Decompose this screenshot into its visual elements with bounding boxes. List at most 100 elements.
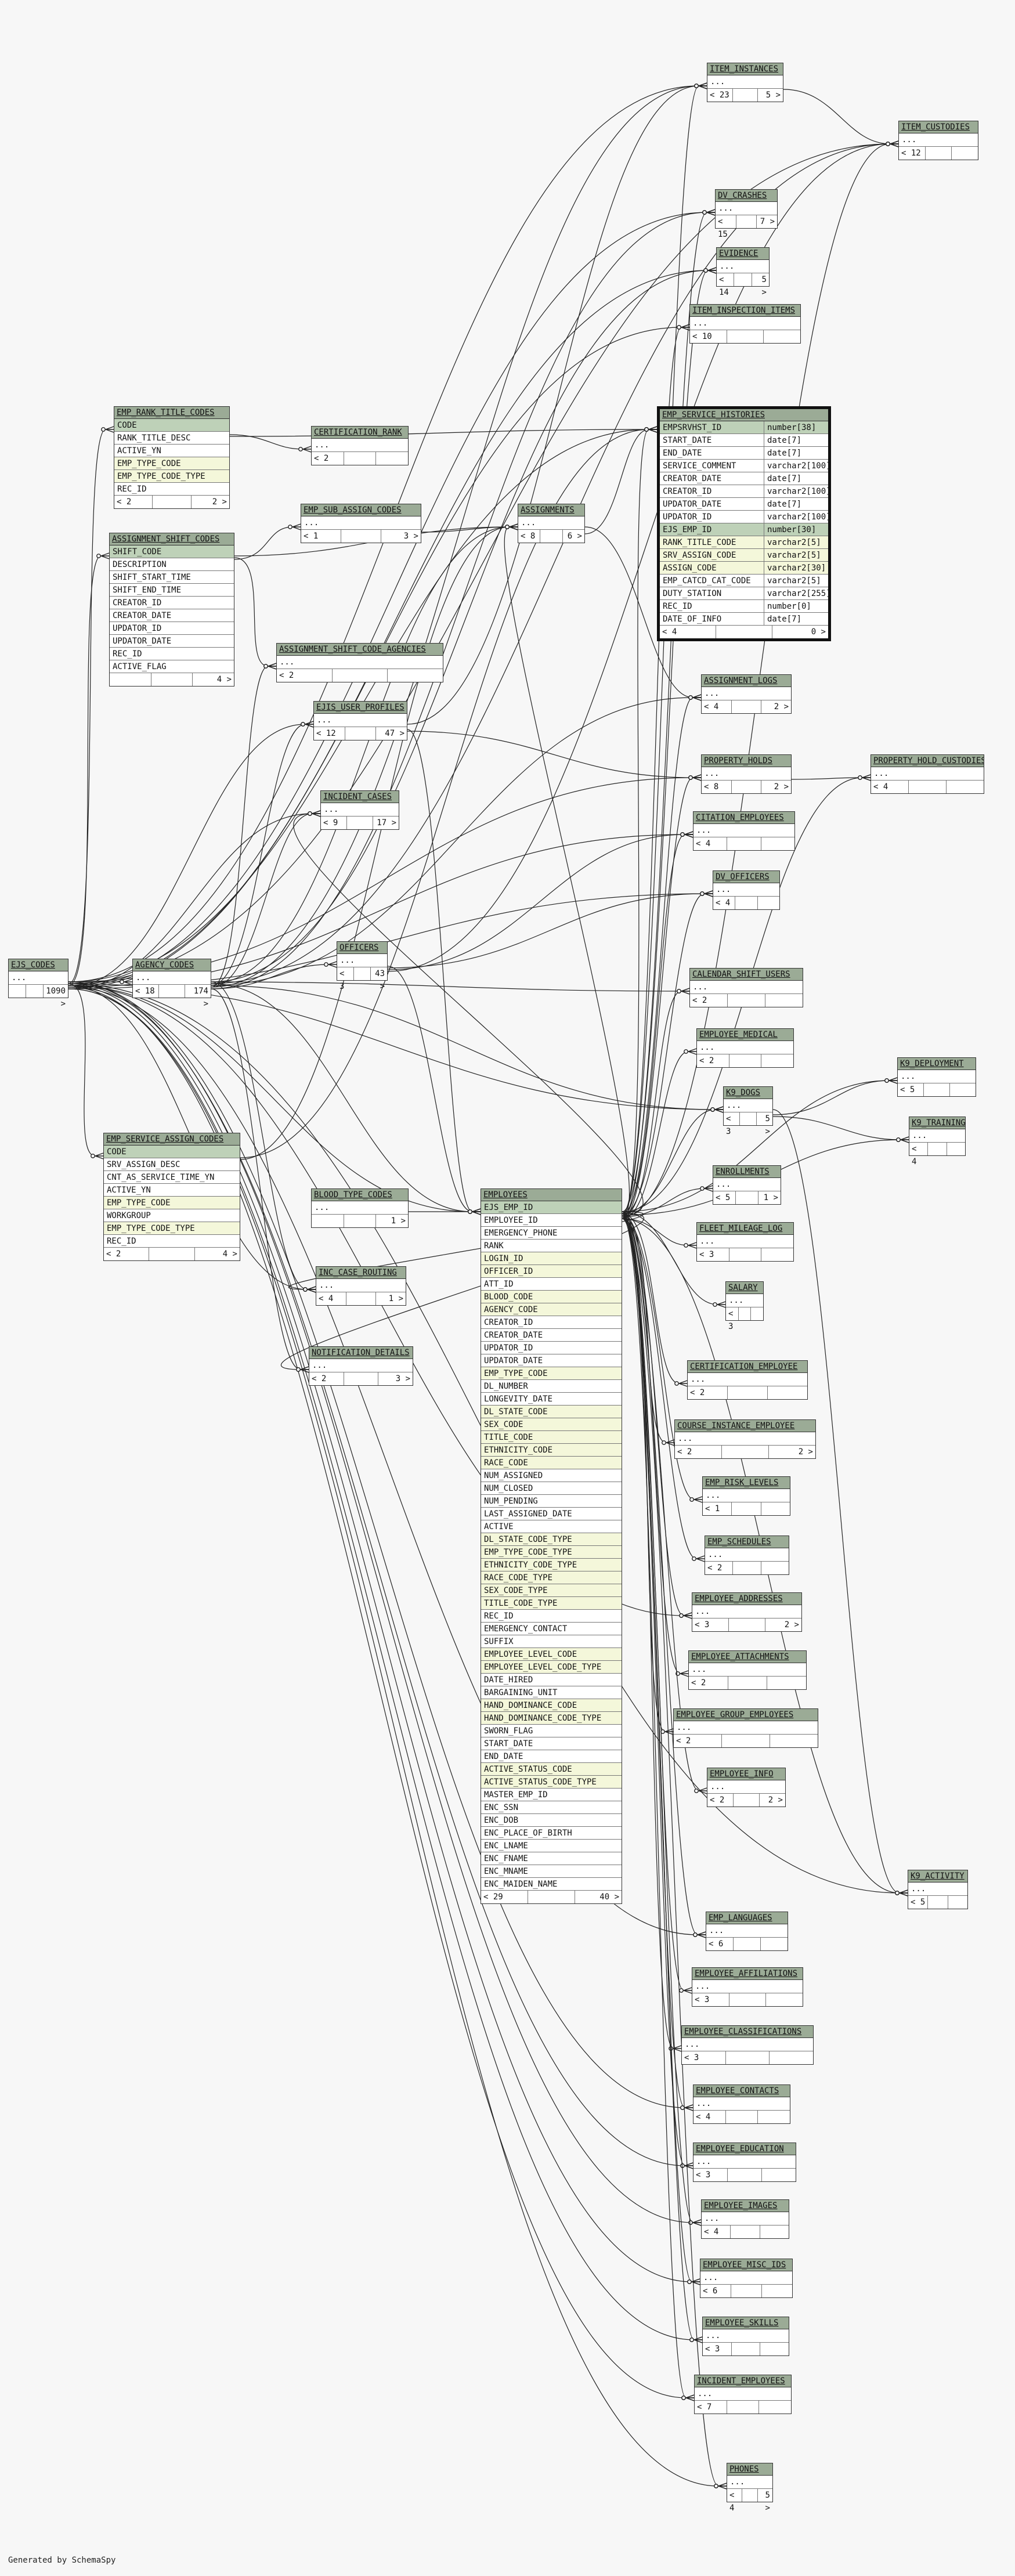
parents-count[interactable]: < 15 — [716, 215, 736, 239]
parents-count[interactable]: < 5 — [713, 1191, 736, 1204]
parents-count[interactable]: < 10 — [690, 330, 727, 343]
table-header[interactable]: COURSE_INSTANCE_EMPLOYEE — [675, 1420, 815, 1432]
table-header[interactable]: ITEM_CUSTODIES — [899, 121, 978, 133]
parents-count[interactable]: < 9 — [321, 816, 347, 829]
table-header[interactable]: EMPLOYEE_MEDICAL — [697, 1029, 793, 1041]
children-count[interactable] — [948, 1896, 967, 1909]
table-header[interactable]: EMPLOYEE_ADDRESSES — [692, 1593, 801, 1605]
parents-count[interactable]: < 2 — [707, 1794, 734, 1807]
table-certification-employee[interactable]: CERTIFICATION_EMPLOYEE...< 2 — [687, 1360, 808, 1400]
table-header[interactable]: EVIDENCE — [717, 248, 769, 260]
table-calendar-shift-users[interactable]: CALENDAR_SHIFT_USERS...< 2 — [689, 968, 803, 1007]
table-header[interactable]: ASSIGNMENT_SHIFT_CODES — [110, 533, 234, 545]
table-assignment-shift-code-agencies[interactable]: ASSIGNMENT_SHIFT_CODE_AGENCIES...< 2 — [276, 643, 443, 682]
table-header[interactable]: PROPERTY_HOLD_CUSTODIES — [871, 755, 984, 767]
table-header[interactable]: CERTIFICATION_EMPLOYEE — [688, 1361, 807, 1373]
table-k9-activity[interactable]: K9_ACTIVITY...< 5 — [908, 1870, 968, 1909]
table-header[interactable]: ITEM_INSTANCES — [707, 63, 783, 75]
table-header[interactable]: PROPERTY_HOLDS — [702, 755, 791, 767]
table-header[interactable]: SALARY — [726, 1282, 763, 1294]
children-count[interactable]: 0 > — [811, 627, 826, 637]
table-header[interactable]: K9_DEPLOYMENT — [898, 1058, 976, 1070]
table-header[interactable]: K9_TRAINING — [909, 1117, 965, 1129]
parents-count[interactable]: < 8 — [518, 530, 541, 543]
children-count[interactable] — [761, 1938, 788, 1950]
table-header[interactable]: INCIDENT_EMPLOYEES — [695, 2375, 791, 2387]
parents-count[interactable]: < 2 — [309, 1372, 344, 1385]
parents-count[interactable]: < 3 — [726, 1307, 739, 1331]
parents-count[interactable]: < 1 — [703, 1502, 732, 1515]
parents-count[interactable]: < 3 — [692, 1993, 729, 2006]
children-count[interactable]: 2 > — [212, 497, 227, 507]
parents-count[interactable]: < 2 — [674, 1735, 722, 1747]
table-employee-misc-ids[interactable]: EMPLOYEE_MISC_IDS...< 6 — [700, 2259, 793, 2298]
children-count[interactable] — [770, 1735, 818, 1747]
table-header[interactable]: EMPLOYEE_GROUP_EMPLOYEES — [674, 1709, 818, 1721]
children-count[interactable] — [761, 1054, 793, 1067]
parents-count[interactable]: < 12 — [899, 147, 926, 160]
children-count[interactable]: 4 > — [222, 1249, 237, 1259]
table-header[interactable]: PHONES — [727, 2463, 772, 2476]
table-employee-images[interactable]: EMPLOYEE_IMAGES...< 4 — [701, 2199, 789, 2239]
table-header[interactable]: EMP_SERVICE_HISTORIES — [660, 409, 828, 421]
table-header[interactable]: AGENCY_CODES — [133, 959, 211, 971]
children-count[interactable]: 174 > — [193, 987, 208, 1009]
table-employee-classifications[interactable]: EMPLOYEE_CLASSIFICATIONS...< 3 — [681, 2025, 814, 2065]
children-count[interactable] — [762, 2169, 796, 2181]
children-count[interactable]: 7 > — [760, 217, 775, 226]
parents-count[interactable]: < 2 — [690, 994, 728, 1007]
parents-count[interactable]: < 4 — [871, 781, 909, 793]
children-count[interactable] — [761, 1248, 793, 1261]
parents-count[interactable]: < 4 — [727, 2489, 743, 2513]
parents-count[interactable]: < 5 — [908, 1896, 929, 1909]
children-count[interactable] — [759, 2401, 791, 2414]
parents-count[interactable]: < 4 — [713, 897, 736, 909]
table-employee-group-employees[interactable]: EMPLOYEE_GROUP_EMPLOYEES...< 2 — [673, 1708, 818, 1748]
parents-count[interactable] — [110, 673, 151, 686]
parents-count[interactable]: < 3 — [724, 1112, 741, 1136]
parents-count[interactable]: < 2 — [689, 1677, 728, 1689]
children-count[interactable] — [952, 147, 978, 160]
table-header[interactable]: DV_CRASHES — [716, 190, 777, 202]
table-employee-skills[interactable]: EMPLOYEE_SKILLS...< 3 — [702, 2317, 789, 2356]
table-item-inspection-items[interactable]: ITEM_INSPECTION_ITEMS...< 10 — [689, 304, 801, 344]
children-count[interactable] — [762, 2285, 792, 2297]
children-count[interactable] — [760, 2343, 789, 2355]
children-count[interactable]: 43 > — [375, 969, 385, 991]
table-header[interactable]: OFFICERS — [337, 942, 387, 954]
children-count[interactable] — [765, 994, 803, 1007]
children-count[interactable] — [950, 1083, 976, 1096]
table-header[interactable]: EMPLOYEES — [481, 1189, 622, 1201]
parents-count[interactable]: < 4 — [909, 1143, 929, 1166]
parents-count[interactable]: < 4 — [702, 700, 732, 713]
table-header[interactable]: EMP_SCHEDULES — [705, 1536, 789, 1548]
table-header[interactable]: ASSIGNMENT_SHIFT_CODE_AGENCIES — [277, 644, 443, 656]
table-header[interactable]: EMPLOYEE_IMAGES — [702, 2200, 789, 2212]
parents-count[interactable]: < 3 — [682, 2051, 726, 2064]
table-item-custodies[interactable]: ITEM_CUSTODIES...< 12 — [898, 121, 978, 160]
children-count[interactable] — [761, 1562, 789, 1574]
parents-count[interactable] — [312, 1215, 344, 1227]
table-header[interactable]: EMP_SUB_ASSIGN_CODES — [301, 504, 421, 516]
parents-count[interactable]: < 2 — [312, 452, 344, 465]
children-count[interactable]: 5 > — [765, 2491, 770, 2513]
table-header[interactable]: EMPLOYEE_EDUCATION — [693, 2143, 796, 2155]
table-employee-education[interactable]: EMPLOYEE_EDUCATION...< 3 — [693, 2143, 796, 2182]
table-header[interactable]: EMPLOYEE_CONTACTS — [693, 2085, 790, 2097]
table-header[interactable]: EMPLOYEE_AFFILIATIONS — [692, 1968, 803, 1980]
table-header[interactable]: CITATION_EMPLOYEES — [693, 812, 794, 824]
children-count[interactable] — [760, 2225, 789, 2238]
children-count[interactable]: 2 > — [774, 782, 789, 792]
